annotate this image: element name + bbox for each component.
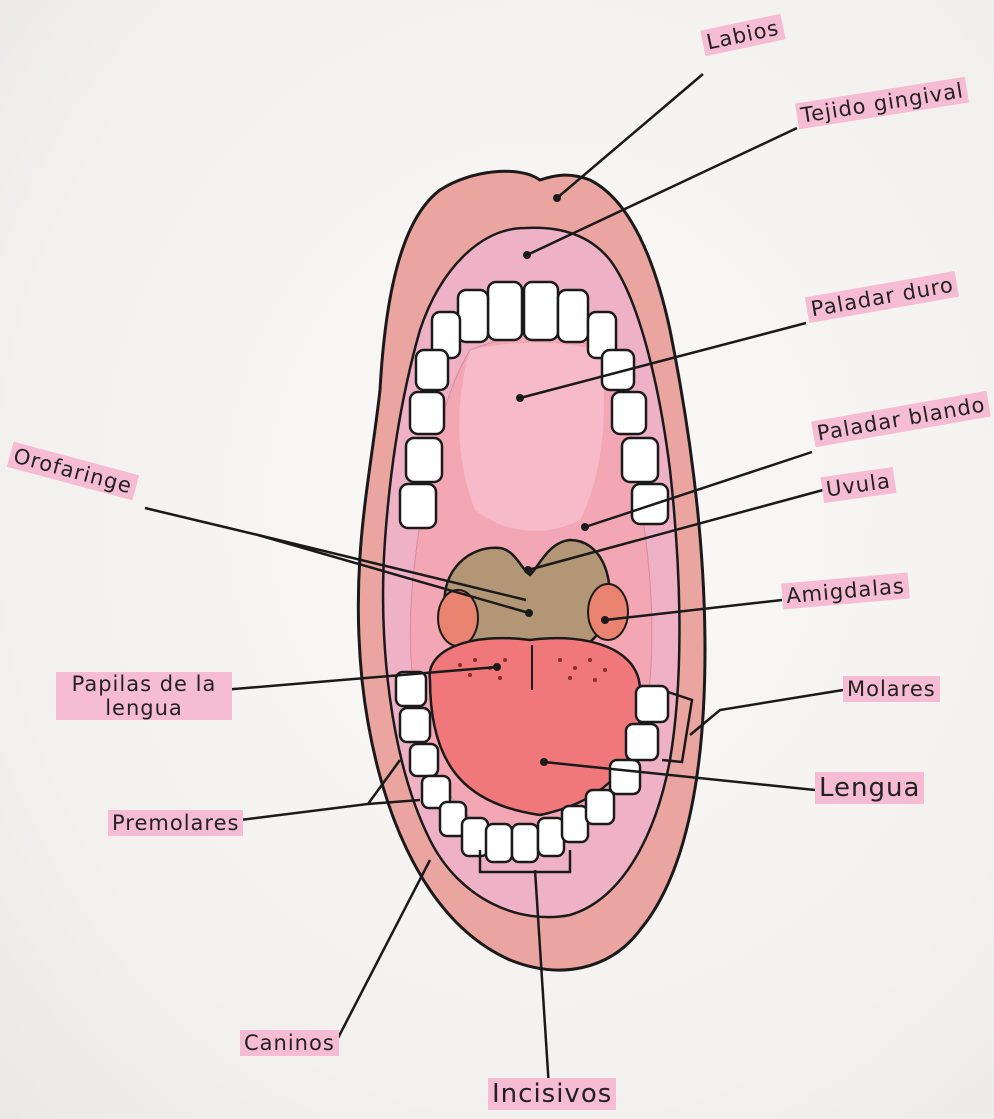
label-caninos: Caninos [240,1030,339,1056]
label-incisivos: Incisivos [488,1078,616,1110]
hard-palate [459,343,604,531]
label-lengua: Lengua [815,772,924,804]
tonsil-left [438,590,478,646]
label-papilas-de-la-lengua: Papilas de la lengua [56,672,232,720]
label-molares: Molares [843,676,940,702]
tonsil-right [588,584,628,640]
label-premolares: Premolares [108,810,243,836]
